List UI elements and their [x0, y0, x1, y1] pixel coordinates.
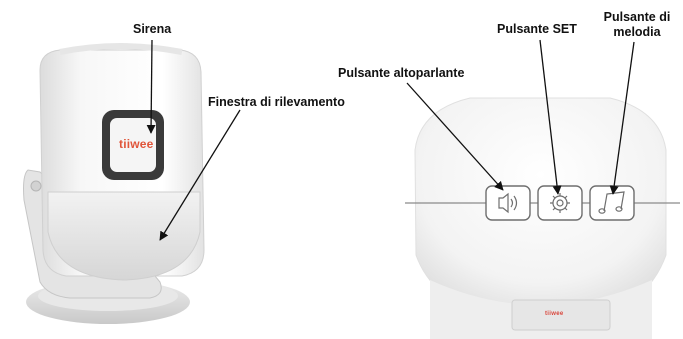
arrow-melody: [609, 41, 635, 195]
siren-panel: [110, 118, 156, 172]
label-melody-line2: melodia: [613, 25, 661, 39]
arrow-set: [539, 39, 562, 195]
right-device-window: [511, 299, 611, 331]
label-set-button: Pulsante SET: [497, 22, 577, 36]
brand-logo: tiiwee: [119, 137, 154, 151]
melody-button[interactable]: [589, 185, 635, 221]
label-detection-window: Finestra di rilevamento: [208, 95, 345, 109]
label-speaker-button: Pulsante altoparlante: [338, 66, 465, 80]
set-button[interactable]: [537, 185, 583, 221]
brand-logo-bottom: tiiwee: [545, 311, 564, 317]
arrow-detection: [159, 109, 241, 241]
callout-arrows: [146, 39, 635, 241]
arrow-speaker: [406, 82, 504, 191]
left-device: [23, 43, 205, 324]
label-melody-button: Pulsante di melodia: [597, 10, 677, 40]
right-device: [405, 97, 680, 339]
arrow-siren: [146, 39, 156, 134]
speaker-icon: [498, 192, 518, 214]
detection-window: [47, 191, 201, 281]
label-melody-line1: Pulsante di: [603, 10, 671, 24]
label-siren: Sirena: [133, 22, 172, 36]
